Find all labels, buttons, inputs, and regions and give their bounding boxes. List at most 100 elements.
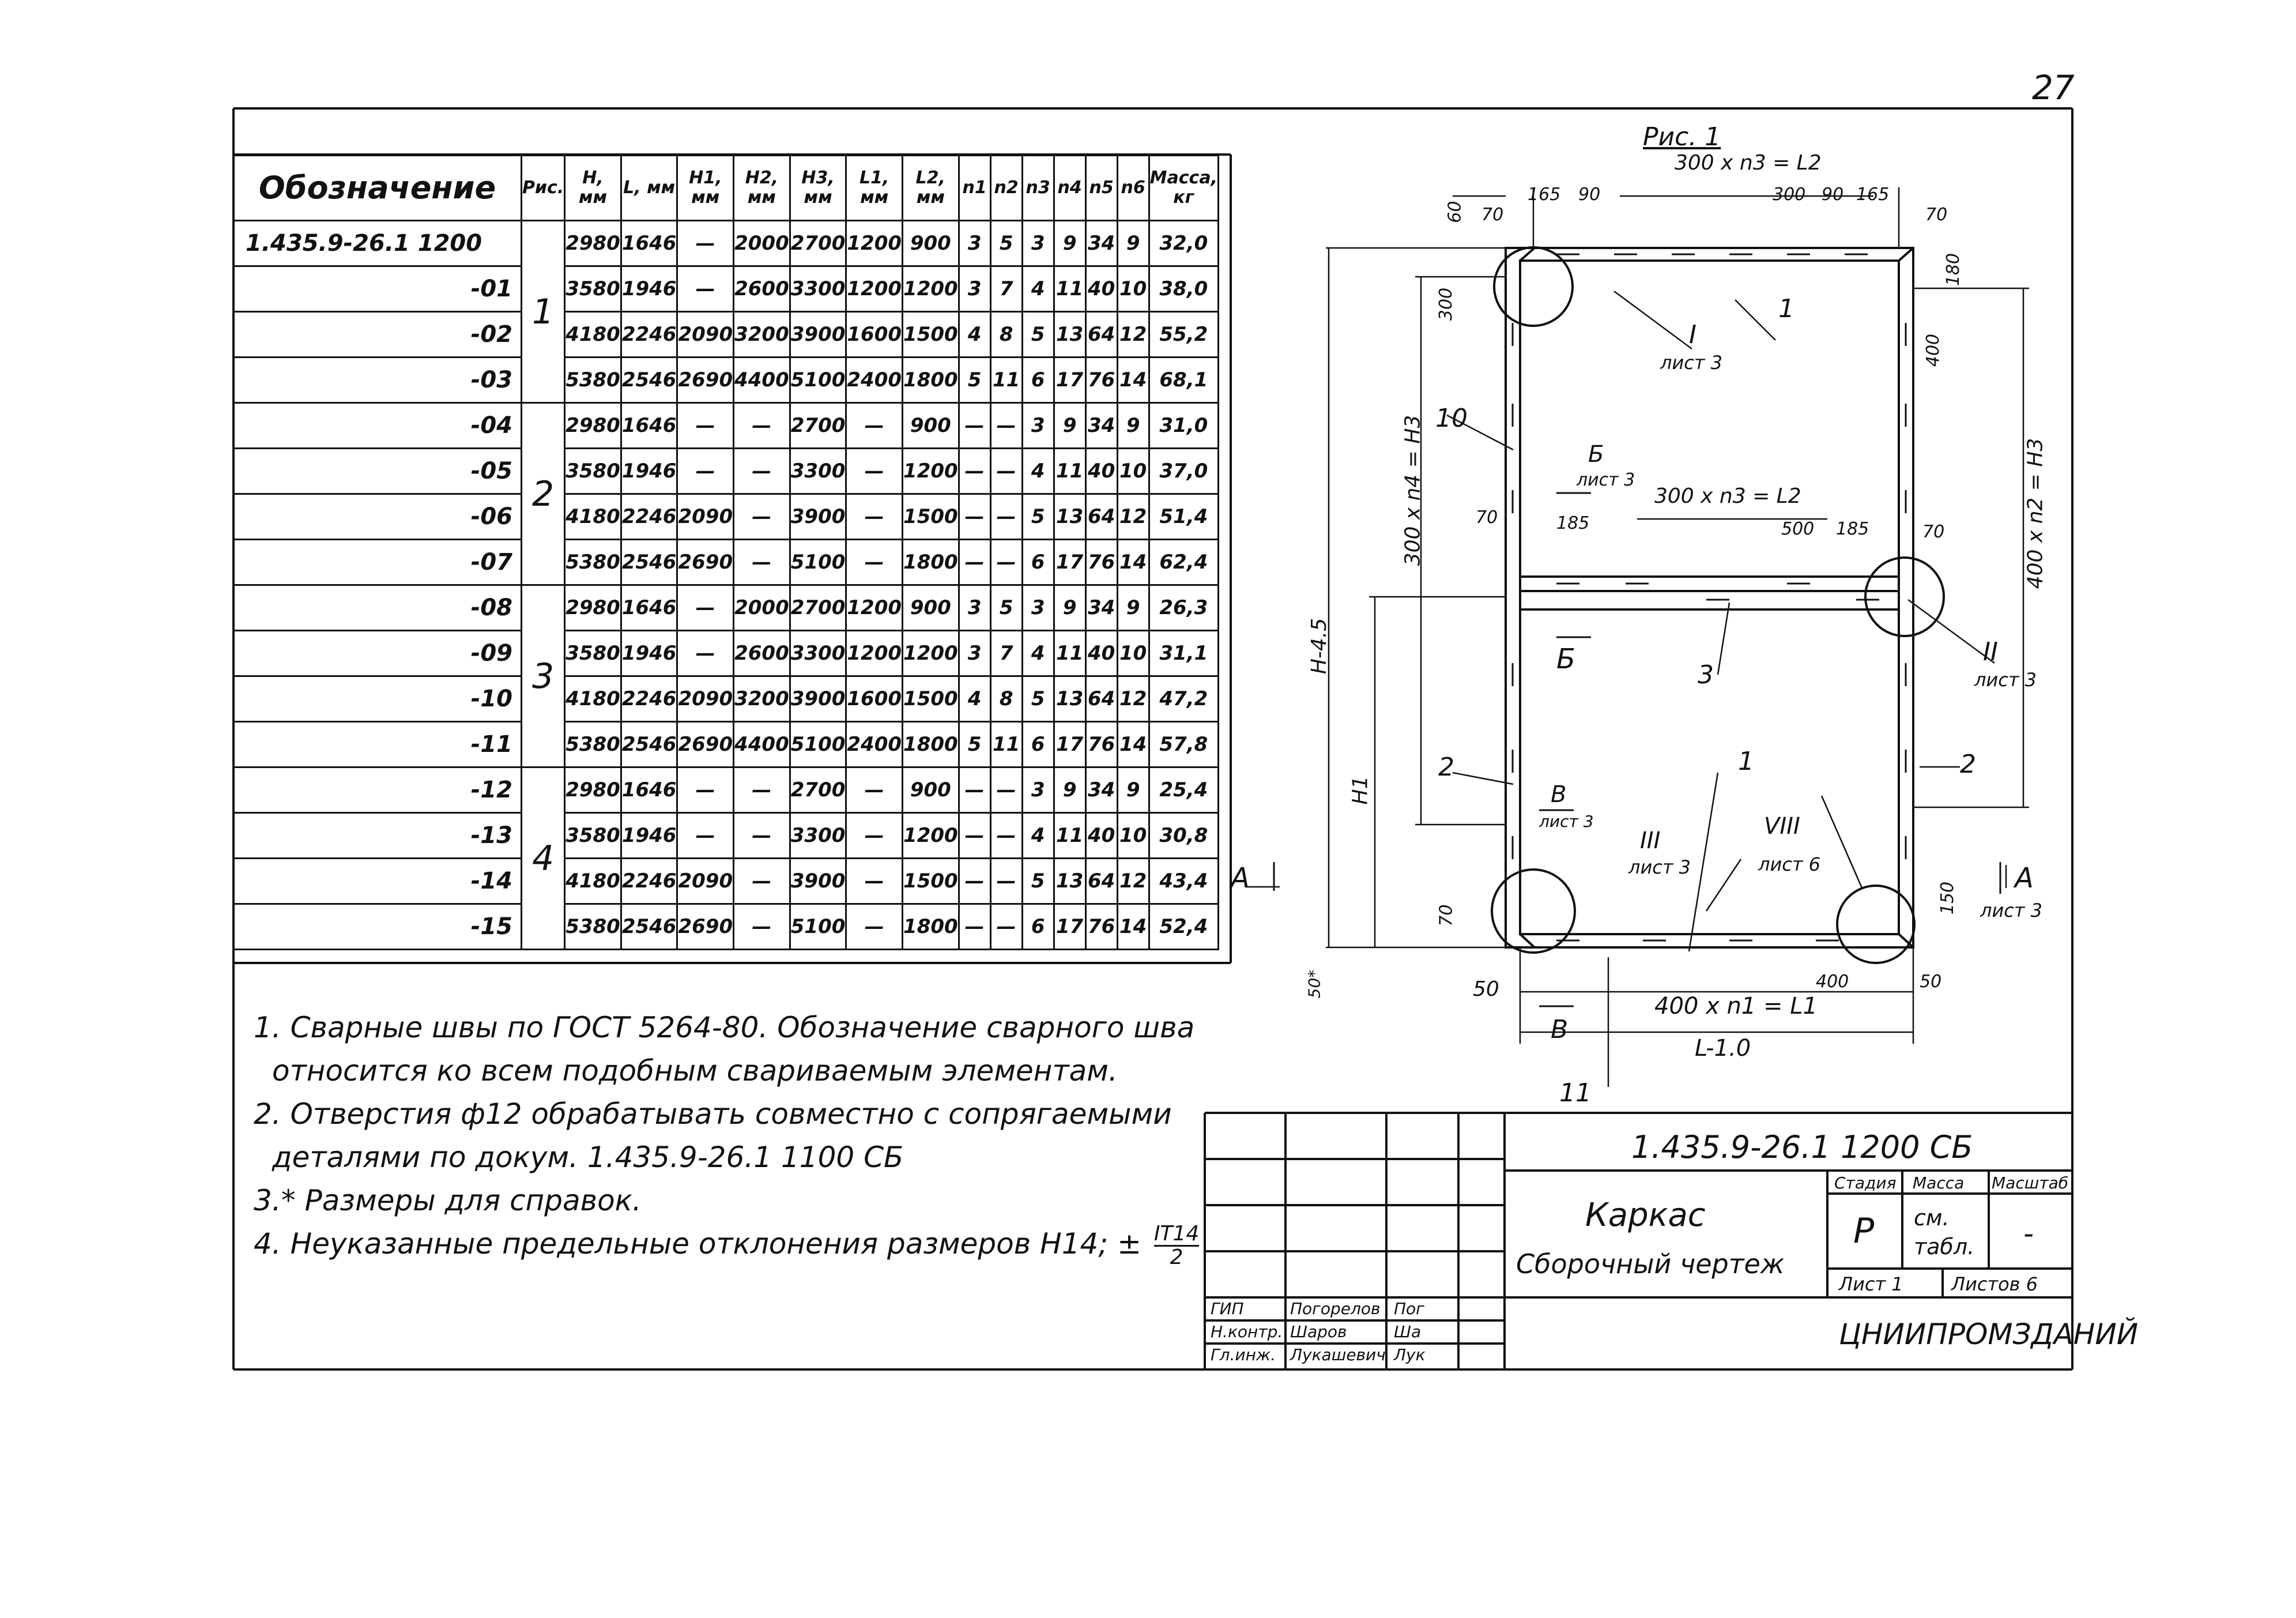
value-cell: — (676, 265, 735, 313)
value-cell: 40 (1084, 447, 1118, 495)
value-cell: 9 (1053, 220, 1087, 267)
callout-III: III (1640, 827, 1661, 854)
header-l2: L2, мм (902, 155, 960, 221)
value-cell: 1946 (620, 265, 678, 313)
designation-cell: -08 (232, 584, 522, 631)
value-cell: — (676, 630, 735, 677)
value-cell: — (957, 812, 991, 859)
value-cell: 40 (1084, 630, 1118, 677)
value-cell: 1500 (902, 675, 960, 723)
value-cell: 1200 (902, 630, 960, 677)
page-number: 27 (2032, 68, 2075, 107)
value-cell: — (989, 766, 1023, 814)
role-2: Н.контр. (1211, 1322, 1283, 1341)
value-cell: 1200 (845, 584, 904, 631)
value-cell: 4400 (733, 721, 791, 768)
value-cell: 3900 (789, 311, 847, 358)
value-cell: 4 (957, 311, 991, 358)
value-cell: 3 (957, 630, 991, 677)
value-cell: 1646 (620, 766, 678, 814)
value-cell: 2090 (676, 493, 735, 540)
value-cell: 11 (989, 721, 1023, 768)
dim-185: 185 (1556, 513, 1590, 533)
designation-cell: -06 (232, 493, 522, 540)
value-cell: 3 (957, 265, 991, 313)
value-cell: 4 (1021, 812, 1055, 859)
value-cell: 2090 (676, 675, 735, 723)
value-cell: 1500 (902, 857, 960, 905)
value-cell: 3580 (564, 630, 622, 677)
dim-165-top: 165 (1856, 185, 1890, 205)
section-V: В (1551, 781, 1567, 808)
part-mark-2-left: 2 (1438, 752, 1454, 782)
note-2: 2. Отверстия ф12 обрабатывать совместно … (254, 1097, 1172, 1131)
dim-bottom: 400 x n1 = L1 (1654, 993, 1818, 1019)
dim-left-vert: 300 x n4 = H3 (1401, 415, 1425, 566)
value-cell: 2090 (676, 857, 735, 905)
value-cell: 13 (1053, 311, 1087, 358)
designation-cell: -03 (232, 356, 522, 404)
value-cell: 1500 (902, 311, 960, 358)
value-cell: 2700 (789, 584, 847, 631)
value-cell: 2690 (676, 721, 735, 768)
value-cell: 13 (1053, 675, 1087, 723)
designation-cell: -11 (232, 721, 522, 768)
value-cell: 2400 (845, 356, 904, 404)
value-cell: 2246 (620, 857, 678, 905)
name-1: Погорелов (1290, 1299, 1381, 1318)
value-cell: 25,4 (1148, 766, 1219, 814)
sign-1: Пог (1394, 1299, 1424, 1318)
callout-VIII: VIII (1764, 813, 1800, 840)
stage-header: Стадия (1834, 1173, 1897, 1192)
value-cell: 4180 (564, 311, 622, 358)
value-cell: 2600 (733, 630, 791, 677)
value-cell: 2246 (620, 675, 678, 723)
scale-header: Масштаб (1992, 1173, 2069, 1192)
organization: ЦНИИПРОМЗДАНИЙ (1839, 1318, 2139, 1351)
value-cell: 51,4 (1148, 493, 1219, 540)
dim-overall-height: H-4.5 (1307, 618, 1332, 675)
callout-II-sheet: лист 3 (1974, 669, 2037, 691)
designation-cell: -12 (232, 766, 522, 814)
value-cell: — (845, 402, 904, 449)
value-cell: — (989, 539, 1023, 586)
figure-cell: 4 (520, 766, 566, 950)
note-1-cont: относится ко всем подобным свариваемым э… (272, 1054, 1118, 1088)
value-cell: 2246 (620, 493, 678, 540)
dim-150: 150 (1937, 881, 1958, 915)
value-cell: 4180 (564, 857, 622, 905)
section-A-left: А (1231, 862, 1250, 894)
sheet-number: Лист 1 (1839, 1273, 1903, 1295)
value-cell: — (957, 493, 991, 540)
value-cell: 9 (1116, 402, 1150, 449)
value-cell: 3580 (564, 447, 622, 495)
value-cell: 6 (1021, 356, 1055, 404)
header-n3: n3 (1021, 155, 1055, 221)
value-cell: 9 (1053, 402, 1087, 449)
dim-mid: 300 x n3 = L2 (1654, 484, 1801, 508)
value-cell: 38,0 (1148, 265, 1219, 313)
value-cell: 1500 (902, 493, 960, 540)
value-cell: 5380 (564, 539, 622, 586)
value-cell: 76 (1084, 721, 1118, 768)
designation-cell: -13 (232, 812, 522, 859)
technical-notes: 1. Сварные швы по ГОСТ 5264-80. Обозначе… (254, 1006, 1200, 1269)
callout-VIII-sheet: лист 6 (1758, 853, 1821, 875)
value-cell: 10 (1116, 630, 1150, 677)
value-cell: 900 (902, 766, 960, 814)
value-cell: 5 (1021, 311, 1055, 358)
designation-cell: -14 (232, 857, 522, 905)
value-cell: — (845, 812, 904, 859)
value-cell: 8 (989, 311, 1023, 358)
value-cell: — (733, 402, 791, 449)
value-cell: 55,2 (1148, 311, 1219, 358)
value-cell: 17 (1053, 721, 1087, 768)
value-cell: 1800 (902, 721, 960, 768)
name-2: Шаров (1290, 1322, 1347, 1341)
